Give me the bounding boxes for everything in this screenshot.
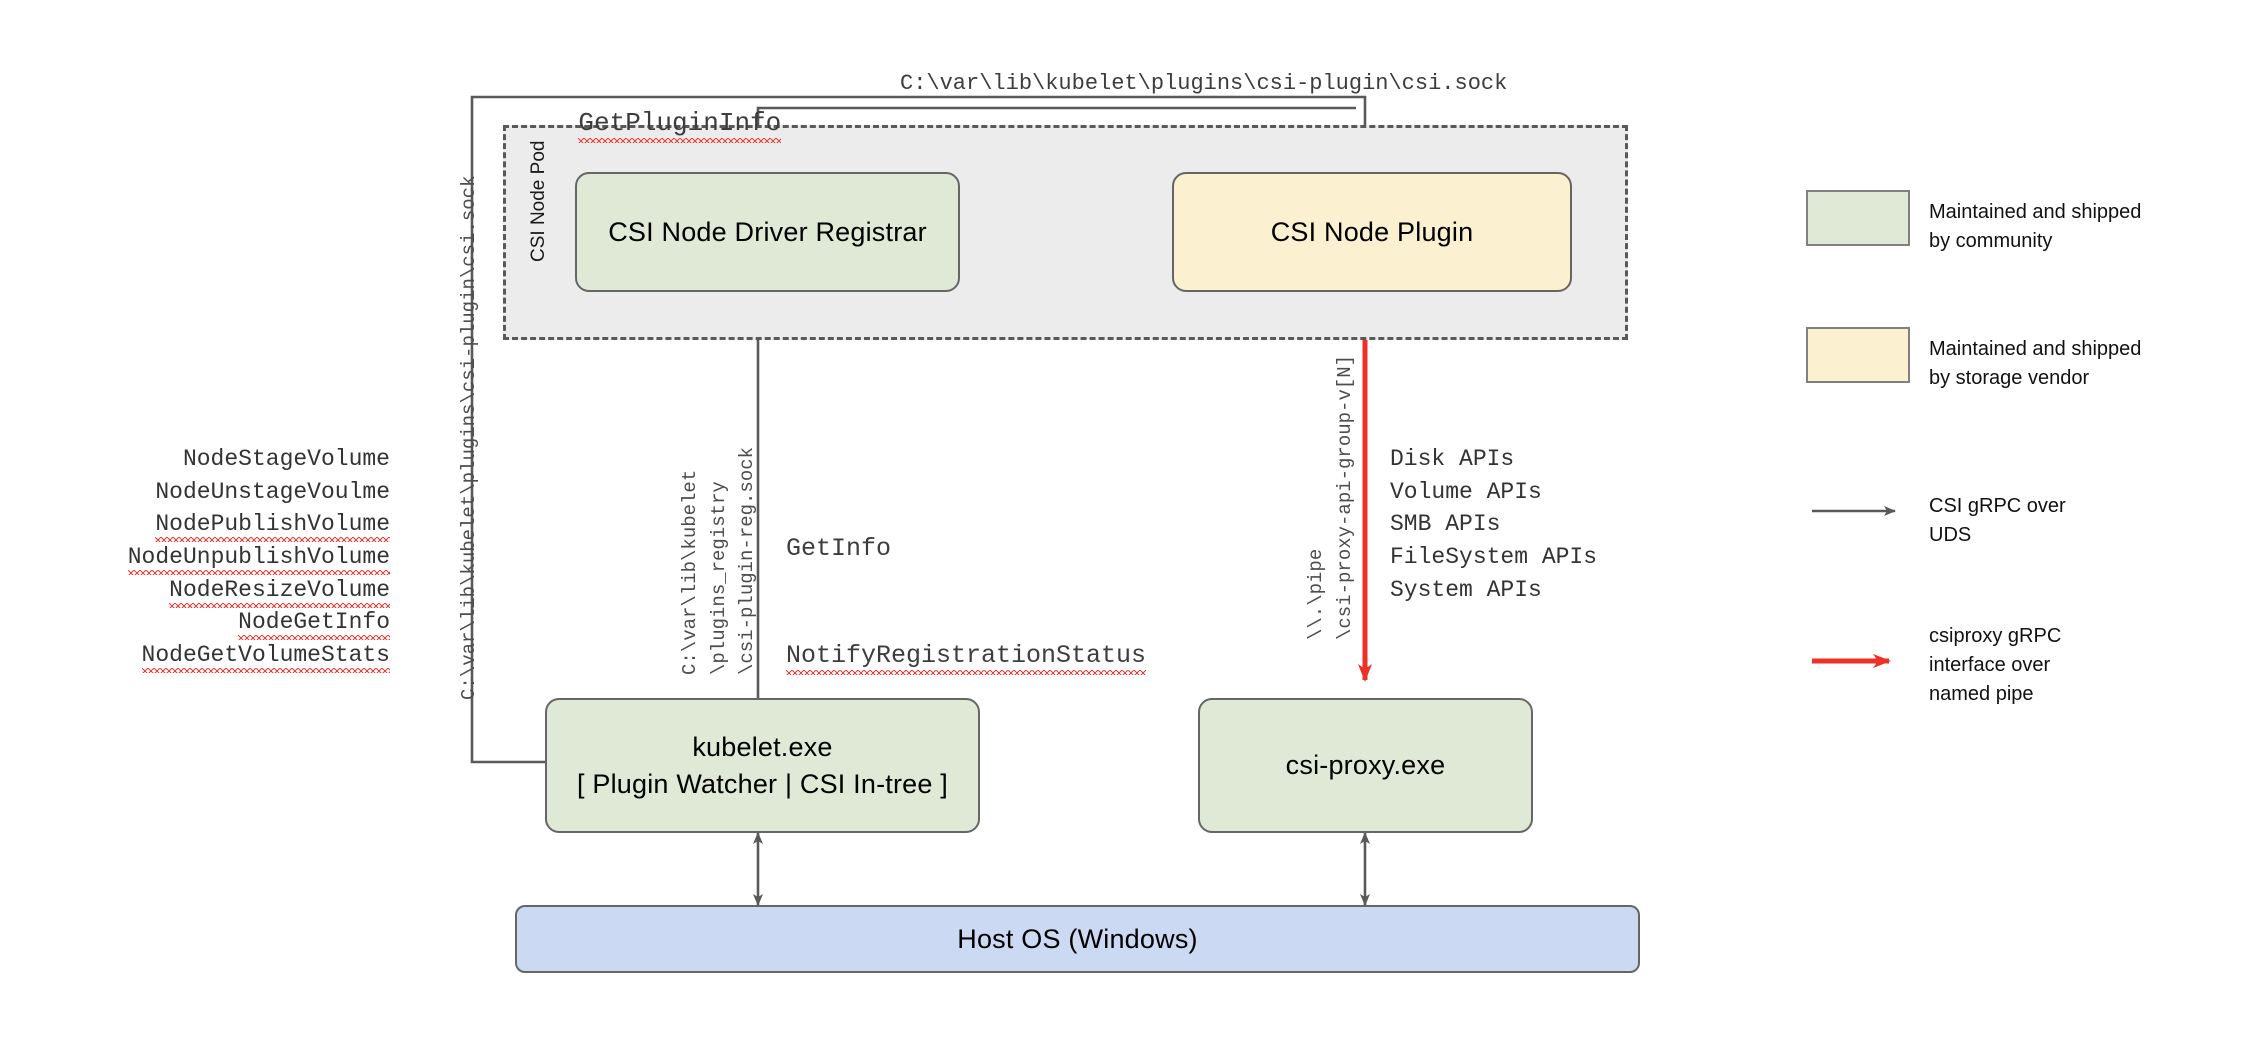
label-registry-sock-path-line-2: \plugins_registry: [707, 481, 730, 675]
label-named-pipe-line-1: \\.\pipe: [1305, 548, 1327, 640]
label-registry-sock-path-line-1: C:\var\lib\kubelet: [679, 469, 701, 675]
api-NodeStageVolume: NodeStageVolume: [182, 446, 390, 472]
node-host-os[interactable]: Host OS (Windows): [515, 905, 1640, 973]
node-csi-node-plugin[interactable]: CSI Node Plugin: [1172, 172, 1572, 292]
node-csi-node-driver-registrar-label: CSI Node Driver Registrar: [608, 216, 927, 247]
api-NodeUnstageVoulme: NodeUnstageVoulme: [155, 478, 390, 505]
legend-swatch-storage-vendor: [1806, 327, 1910, 383]
csi-proxy-api-list: Disk APIs Volume APIs SMB APIs FileSyste…: [1390, 443, 1597, 606]
csi-proxy-api-item: FileSystem APIs: [1390, 543, 1598, 570]
label-registry-sock-path-line-3: \csi-plugin-reg.sock: [736, 446, 758, 675]
node-kubelet-exe[interactable]: kubelet.exe [ Plugin Watcher | CSI In-tr…: [545, 698, 980, 833]
api-list-item: NodeStageVolume: [90, 443, 390, 476]
api-list-item: NodeUnstageVoulme: [90, 476, 390, 509]
api-list-item: NodeUnpublishVolume: [90, 541, 390, 574]
legend-label-csi-grpc-uds: CSI gRPC over UDS: [1929, 495, 2066, 546]
csi-proxy-api-item: SMB APIs: [1390, 511, 1501, 538]
label-getinfo-notify-group: GetInfo NotifyRegistrationStatus: [786, 460, 1146, 744]
node-kubelet-exe-sublabel: [ Plugin Watcher | CSI In-tree ]: [576, 768, 949, 799]
legend-label-storage-vendor: Maintained and shipped by storage vendor: [1929, 338, 2142, 389]
node-csi-proxy-exe-label: csi-proxy.exe: [1285, 750, 1446, 781]
api-NodeResizeVolume: NodeResizeVolume: [169, 576, 390, 603]
label-csi-sock-path-left: C:\var\lib\kubelet\plugins\csi-plugin\cs…: [458, 175, 480, 701]
label-csi-sock-path-top: C:\var\lib\kubelet\plugins\csi-plugin\cs…: [900, 71, 1508, 96]
label-named-pipe-line-2: \csi-proxy-api-group-v[N]: [1333, 354, 1356, 640]
api-list-item: NodeGetVolumeStats: [90, 639, 390, 672]
node-service-api-list: NodeStageVolume NodeUnstageVoulme NodePu…: [90, 443, 390, 672]
api-NodeGetVolumeStats: NodeGetVolumeStats: [141, 641, 390, 668]
api-list-item: NodeGetInfo: [90, 606, 390, 639]
api-NodeGetInfo: NodeGetInfo: [238, 609, 390, 636]
api-NodePublishVolume: NodePublishVolume: [155, 511, 390, 538]
label-notify-registration-status: NotifyRegistrationStatus: [786, 640, 1147, 670]
api-NodeUnpublishVolume: NodeUnpublishVolume: [127, 543, 390, 570]
csi-proxy-api-item: Volume APIs: [1390, 478, 1542, 505]
api-list-item: NodeResizeVolume: [90, 574, 390, 607]
legend-label-csiproxy-grpc-named-pipe: csiproxy gRPC interface over named pipe: [1929, 625, 2062, 705]
node-host-os-label: Host OS (Windows): [957, 923, 1198, 954]
legend-swatch-community: [1806, 190, 1910, 246]
csi-proxy-api-item: Disk APIs: [1390, 446, 1515, 472]
legend-label-community: Maintained and shipped by community: [1929, 201, 2142, 252]
node-csi-node-plugin-label: CSI Node Plugin: [1270, 216, 1474, 247]
node-csi-node-driver-registrar[interactable]: CSI Node Driver Registrar: [575, 172, 960, 292]
label-registry-sock-path: C:\var\lib\kubelet \plugins_registry \cs…: [676, 447, 762, 675]
node-kubelet-exe-label: kubelet.exe: [692, 732, 833, 763]
label-get-plugin-info-text: GetPluginInfo: [578, 107, 782, 138]
node-csi-proxy-exe[interactable]: csi-proxy.exe: [1198, 698, 1533, 833]
label-get-info: GetInfo: [786, 534, 892, 563]
label-named-pipe-path: \\.\pipe \csi-proxy-api-group-v[N]: [1302, 355, 1359, 640]
label-get-plugin-info: GetPluginInfo: [516, 68, 781, 179]
csi-proxy-api-item: System APIs: [1390, 576, 1542, 603]
api-list-item: NodePublishVolume: [90, 508, 390, 541]
